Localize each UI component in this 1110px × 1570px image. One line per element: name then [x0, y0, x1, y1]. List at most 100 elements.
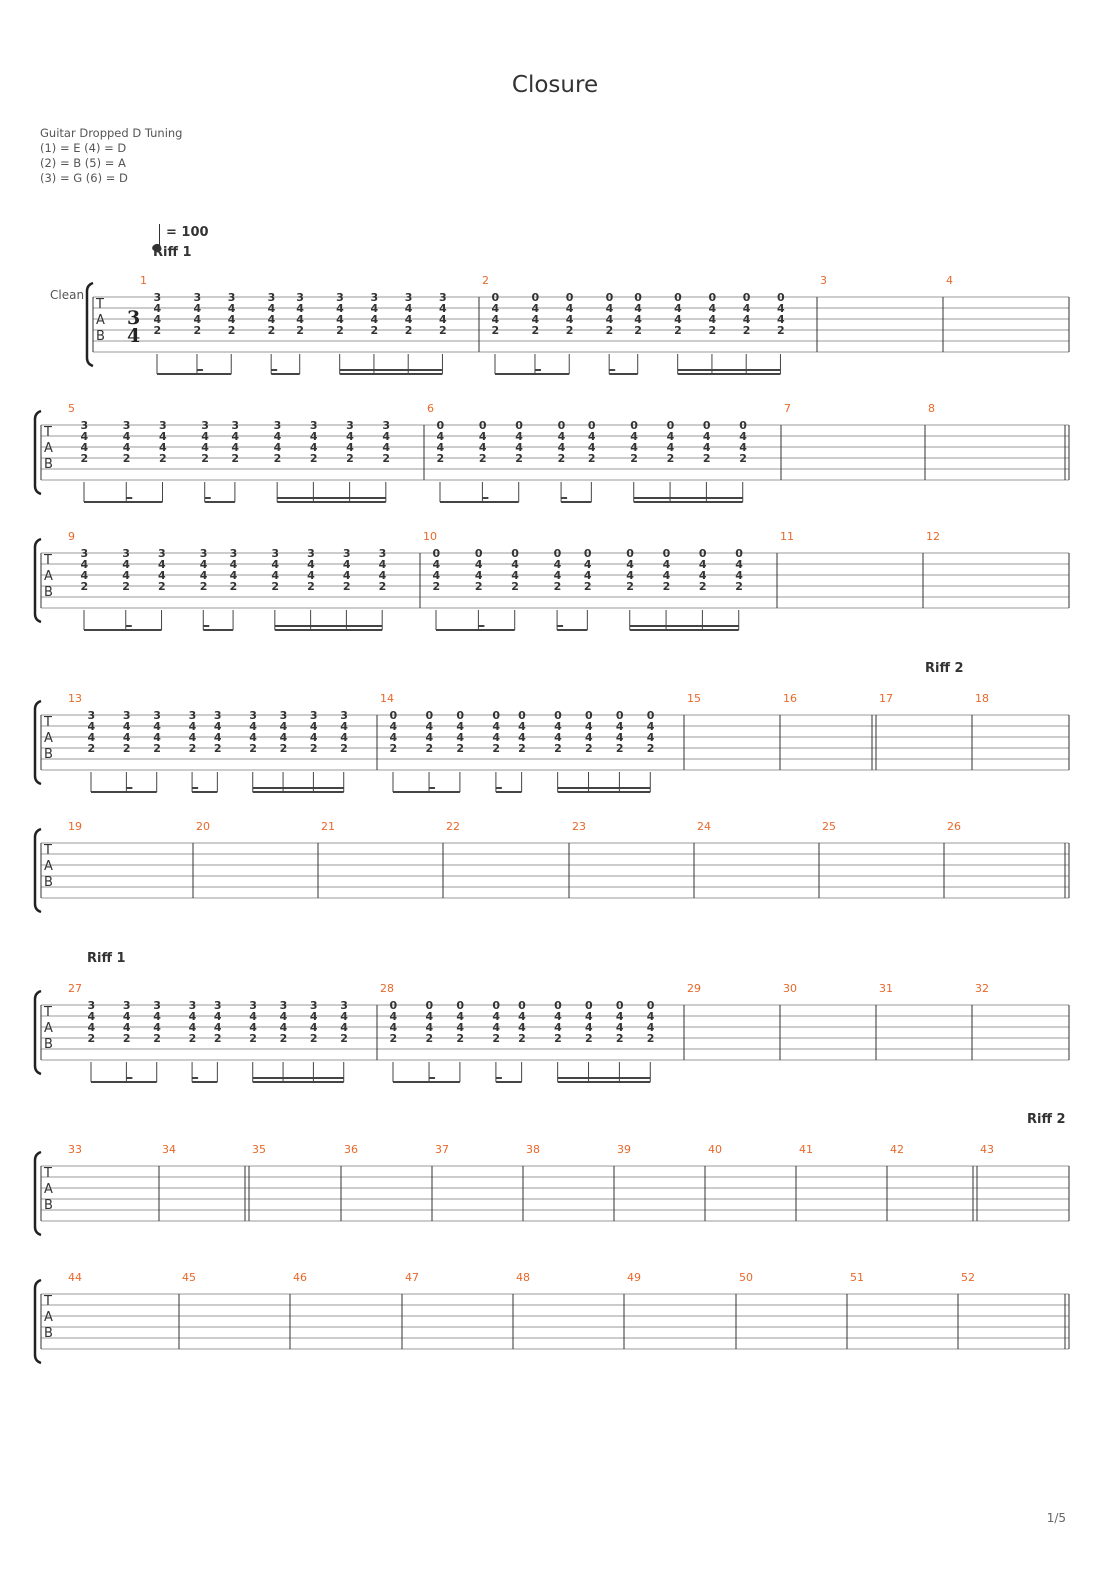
measure-number: 20: [196, 820, 210, 833]
fret-number: 4: [214, 1021, 222, 1034]
fret-number: 3: [123, 709, 131, 722]
fret-number: 3: [268, 291, 276, 304]
fret-number: 4: [200, 569, 208, 582]
fret-number: 4: [390, 1021, 398, 1034]
fret-number: 3: [405, 291, 413, 304]
fret-number: 0: [390, 709, 398, 722]
tab-clef-letter: T: [95, 297, 104, 312]
fret-number: 2: [588, 452, 596, 465]
fret-number: 0: [606, 291, 614, 304]
fret-number: 4: [81, 430, 89, 443]
fret-number: 4: [518, 1021, 526, 1034]
fret-number: 2: [518, 1032, 526, 1045]
fret-number: 2: [566, 324, 574, 337]
fret-number: 0: [515, 419, 523, 432]
measure-number: 21: [321, 820, 335, 833]
fret-number: 4: [426, 1010, 434, 1023]
fret-number: 2: [153, 1032, 161, 1045]
fret-number: 2: [616, 1032, 624, 1045]
fret-number: 2: [159, 452, 167, 465]
fret-number: 4: [554, 1021, 562, 1034]
fret-number: 4: [585, 731, 593, 744]
fret-number: 4: [511, 558, 519, 571]
measure-number: 51: [850, 1271, 864, 1284]
fret-number: 4: [271, 569, 279, 582]
fret-number: 2: [249, 742, 257, 755]
fret-number: 2: [492, 742, 500, 755]
fret-number: 2: [426, 1032, 434, 1045]
fret-number: 4: [346, 430, 354, 443]
fret-number: 0: [616, 709, 624, 722]
fret-number: 0: [554, 999, 562, 1012]
fret-number: 0: [588, 419, 596, 432]
fret-number: 4: [343, 558, 351, 571]
system-bracket: [33, 699, 42, 786]
fret-number: 4: [230, 569, 238, 582]
fret-number: 2: [439, 324, 447, 337]
fret-number: 4: [439, 302, 447, 315]
fret-number: 3: [228, 291, 236, 304]
fret-number: 2: [307, 580, 315, 593]
fret-number: 0: [554, 547, 562, 560]
fret-number: 3: [340, 709, 348, 722]
measure-number: 34: [162, 1143, 176, 1156]
fret-number: 4: [340, 1021, 348, 1034]
measure-number: 35: [252, 1143, 266, 1156]
fret-number: 4: [249, 1021, 257, 1034]
measure-number: 48: [516, 1271, 530, 1284]
fret-number: 4: [214, 1010, 222, 1023]
fret-number: 3: [81, 547, 89, 560]
measure-number: 26: [947, 820, 961, 833]
fret-number: 2: [231, 452, 239, 465]
fret-number: 4: [123, 1021, 131, 1034]
fret-number: 0: [433, 547, 441, 560]
fret-number: 2: [280, 1032, 288, 1045]
measure-number: 45: [182, 1271, 196, 1284]
measure-number: 24: [697, 820, 711, 833]
fret-number: 4: [88, 1021, 96, 1034]
fret-number: 4: [214, 720, 222, 733]
measure-number: 8: [928, 402, 935, 415]
fret-number: 4: [88, 1010, 96, 1023]
fret-number: 2: [606, 324, 614, 337]
fret-number: 2: [390, 1032, 398, 1045]
fret-number: 3: [307, 547, 315, 560]
fret-number: 4: [81, 441, 89, 454]
fret-number: 4: [647, 720, 655, 733]
fret-number: 4: [231, 441, 239, 454]
fret-number: 4: [123, 720, 131, 733]
fret-number: 2: [426, 742, 434, 755]
fret-number: 3: [189, 709, 197, 722]
fret-number: 2: [584, 580, 592, 593]
fret-number: 0: [630, 419, 638, 432]
fret-number: 4: [433, 558, 441, 571]
fret-number: 4: [280, 720, 288, 733]
system-bracket: [85, 281, 94, 368]
tab-clef-letter: B: [44, 1037, 53, 1052]
measure-number: 31: [879, 982, 893, 995]
system-bracket: [33, 989, 42, 1076]
fret-number: 4: [492, 302, 500, 315]
fret-number: 4: [159, 430, 167, 443]
measure-number: 40: [708, 1143, 722, 1156]
fret-number: 4: [475, 558, 483, 571]
fret-number: 4: [511, 569, 519, 582]
fret-number: 4: [426, 731, 434, 744]
fret-number: 0: [554, 709, 562, 722]
tuning-line-2: (2) = B (5) = A: [40, 156, 126, 170]
measure-number: 1: [140, 274, 147, 287]
measure-number: 28: [380, 982, 394, 995]
fret-number: 2: [663, 580, 671, 593]
time-signature-bottom: 4: [127, 325, 140, 347]
fret-number: 4: [310, 441, 318, 454]
fret-number: 2: [433, 580, 441, 593]
fret-number: 3: [231, 419, 239, 432]
fret-number: 2: [531, 324, 539, 337]
fret-number: 2: [153, 742, 161, 755]
fret-number: 2: [479, 452, 487, 465]
tab-clef-letter: T: [43, 715, 52, 730]
fret-number: 0: [585, 709, 593, 722]
fret-number: 4: [379, 569, 387, 582]
system-bracket: [33, 827, 42, 914]
fret-number: 3: [370, 291, 378, 304]
